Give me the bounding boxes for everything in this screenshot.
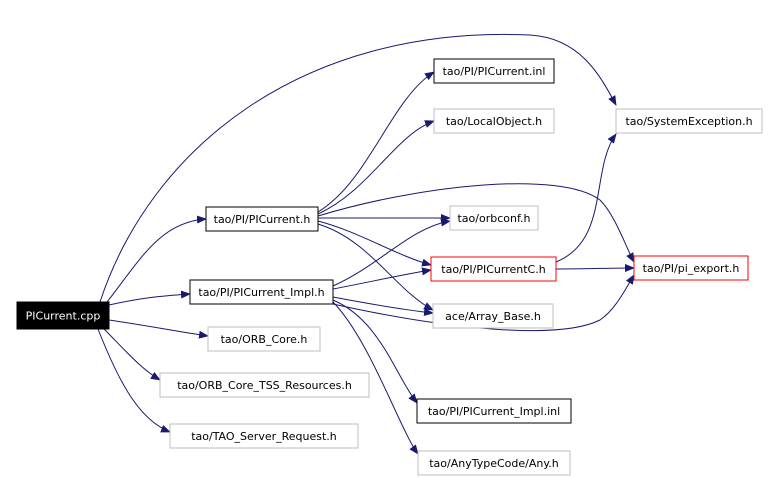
node-orb-core-tss-h: tao/ORB_Core_TSS_Resources.h [159,372,370,398]
node-box [433,58,555,84]
edge-picurrent-cpp-to-tao-server-request-h [97,328,171,433]
node-label: tao/PI/PICurrent.inl [443,65,546,78]
edge-picurrent-cpp-to-picurrent-impl-h [108,290,191,306]
node-picurrent-inl[interactable]: tao/PI/PICurrent.inl [433,58,555,84]
node-box [189,279,334,305]
node-box [16,301,110,330]
node-tao-server-request-h: tao/TAO_Server_Request.h [169,423,359,449]
node-picurrent-h[interactable]: tao/PI/PICurrent.h [205,206,319,232]
node-label: tao/PI/PICurrent_Impl.h [198,286,324,299]
node-box [633,255,749,281]
edge-picurrent-impl-h-to-orbconf-h [332,218,451,287]
edge-picurrent-cpp-to-orb-core-h [108,319,209,339]
node-label: PICurrent.cpp [26,310,101,323]
edge-picurrent-impl-h-to-array-base-h [332,296,434,317]
node-picurrent-impl-inl[interactable]: tao/PI/PICurrent_Impl.inl [416,398,572,424]
node-box [416,398,572,424]
node-systemexception-h: tao/SystemException.h [615,108,763,134]
node-picurrentc-h[interactable]: tao/PI/PICurrentC.h [430,256,557,282]
node-array-base-h: ace/Array_Base.h [432,303,554,329]
edge-picurrent-cpp-to-picurrent-h [106,215,207,303]
edge-picurrent-impl-h-to-any-h [332,301,419,455]
node-label: tao/PI/PICurrentC.h [441,263,545,276]
edges-layer [97,33,635,455]
node-localobject-h: tao/LocalObject.h [433,108,555,134]
edge-picurrent-h-to-picurrent-inl [317,71,435,213]
node-label: tao/ORB_Core_TSS_Resources.h [177,379,352,392]
node-orb-core-h: tao/ORB_Core.h [207,326,321,352]
node-pi-export-h[interactable]: tao/PI/pi_export.h [633,255,749,281]
nodes-layer: PICurrent.cpp tao/PI/PICurrent.h tao/PI/PI… [16,58,763,476]
edge-picurrent-cpp-to-systemexception-h [99,33,617,303]
edge-picurrent-impl-h-to-picurrentc-h [332,267,432,290]
node-picurrent-cpp[interactable]: PICurrent.cpp [16,301,110,330]
node-label: tao/TAO_Server_Request.h [191,430,337,443]
edge-picurrent-h-to-array-base-h [317,223,434,311]
node-box [417,450,571,476]
node-label: tao/AnyTypeCode/Any.h [429,457,559,470]
edge-picurrent-cpp-to-orb-core-tss-h [103,328,161,381]
node-picurrent-impl-h[interactable]: tao/PI/PICurrent_Impl.h [189,279,334,305]
node-label: tao/SystemException.h [625,115,752,128]
node-label: tao/PI/PICurrent.h [214,213,311,226]
node-label: tao/ORB_Core.h [221,333,308,346]
edge-picurrentc-h-to-systemexception-h [555,133,617,263]
edge-picurrent-impl-h-to-picurrent-impl-inl [332,299,418,404]
node-label: ace/Array_Base.h [445,310,541,323]
node-box [449,205,539,231]
edge-picurrent-h-to-picurrentc-h [317,220,432,267]
edge-picurrent-h-to-localobject-h [317,120,435,215]
node-box [159,372,370,398]
node-any-h: tao/AnyTypeCode/Any.h [417,450,571,476]
node-box [169,423,359,449]
node-box [433,108,555,134]
node-label: tao/orbconf.h [457,212,530,225]
node-box [207,326,321,352]
node-label: tao/PI/PICurrent_Impl.inl [428,405,560,418]
edge-picurrent-impl-h-to-pi-export-h [332,274,635,332]
edge-picurrent-h-to-pi-export-h [317,183,635,263]
node-box [430,256,557,282]
edge-picurrentc-h-to-pi-export-h [555,264,635,273]
node-label: tao/LocalObject.h [446,115,542,128]
node-orbconf-h: tao/orbconf.h [449,205,539,231]
node-label: tao/PI/pi_export.h [643,262,740,275]
node-box [205,206,319,232]
node-box [432,303,554,329]
node-box [615,108,763,134]
